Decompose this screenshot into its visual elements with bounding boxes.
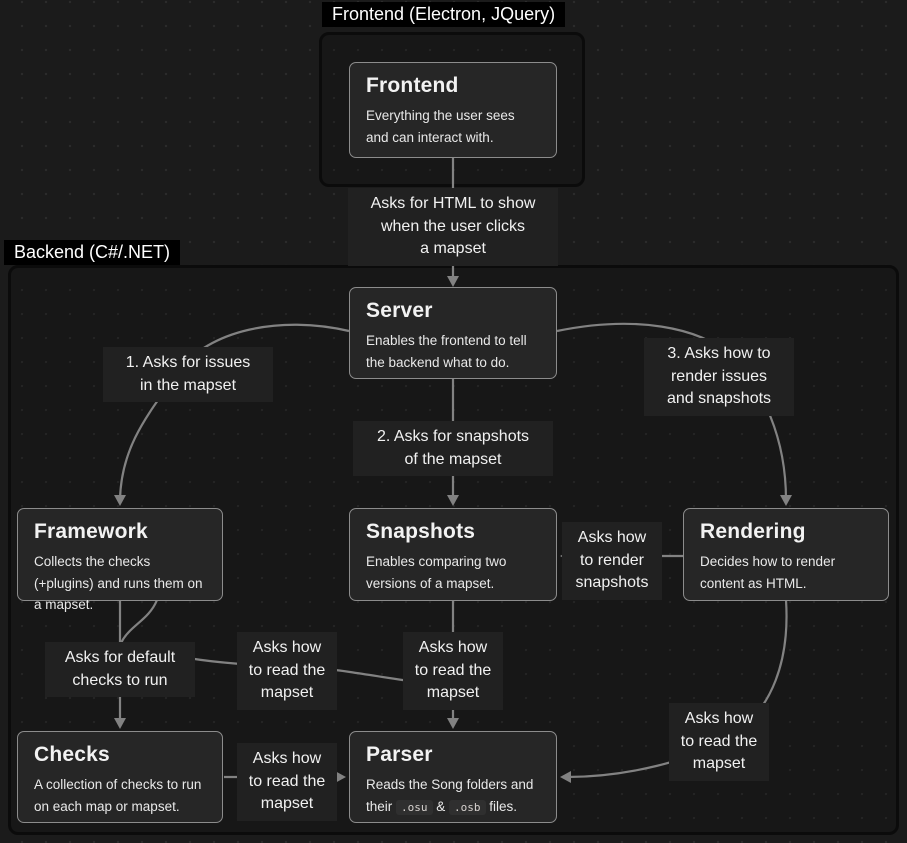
edge-snapshots-parser-arrowhead: [447, 718, 459, 729]
parser-desc-before: Reads the Song folders and their: [366, 777, 534, 814]
node-rendering-title: Rendering: [700, 520, 806, 543]
node-snapshots: Snapshots Enables comparing two versions…: [349, 508, 557, 601]
node-checks-description: A collection of checks to run on each ma…: [34, 777, 202, 814]
node-checks: Checks A collection of checks to run on …: [17, 731, 223, 823]
node-frontend: Frontend Everything the user sees and ca…: [349, 62, 557, 158]
edge-checks-parser-arrowhead: [335, 771, 346, 783]
node-checks-title: Checks: [34, 743, 110, 766]
node-server-description: Enables the frontend to tell the backend…: [366, 333, 527, 370]
edge-label-server-framework: 1. Asks for issues in the mapset: [103, 347, 273, 403]
edge-label-framework-checks: Asks for default checks to run: [45, 642, 195, 698]
edge-label-server-snapshots: 2. Asks for snapshots of the mapset: [353, 421, 553, 477]
node-framework: Framework Collects the checks (+plugins)…: [17, 508, 223, 612]
osu-file-badge: .osu: [396, 799, 433, 815]
edge-server-framework-arrowhead: [114, 495, 126, 506]
edge-label-frontend-server: Asks for HTML to show when the user clic…: [348, 188, 558, 267]
node-frontend-description: Everything the user sees and can interac…: [366, 108, 515, 145]
node-snapshots-title: Snapshots: [366, 520, 476, 543]
node-parser-description: Reads the Song folders and their .osu & …: [366, 774, 540, 817]
node-server-title: Server: [366, 299, 433, 322]
osb-file-badge: .osb: [449, 799, 486, 815]
parser-desc-after: files.: [485, 798, 518, 814]
edge-label-checks-parser: Asks how to read the mapset: [237, 743, 337, 822]
edge-framework-checks-arrowhead: [114, 718, 126, 729]
edge-label-rendering-snapshots: Asks how to render snapshots: [562, 522, 662, 601]
edge-frontend-server-arrowhead: [447, 276, 459, 287]
edge-label-server-rendering: 3. Asks how to render issues and snapsho…: [644, 338, 794, 417]
edge-server-rendering-arrowhead: [780, 495, 792, 506]
backend-group-label: Backend (C#/.NET): [4, 240, 181, 265]
frontend-group-label: Frontend (Electron, JQuery): [322, 2, 566, 27]
edge-label-rendering-parser: Asks how to read the mapset: [669, 703, 769, 782]
parser-desc-mid: &: [432, 798, 450, 814]
node-framework-title: Framework: [34, 520, 148, 543]
node-server: Server Enables the frontend to tell the …: [349, 287, 557, 379]
edge-rendering-parser-arrowhead: [560, 771, 571, 783]
node-rendering-description: Decides how to render content as HTML.: [700, 554, 836, 591]
node-parser: Parser Reads the Song folders and their …: [349, 731, 557, 823]
edge-label-framework-parser: Asks how to read the mapset: [237, 632, 337, 711]
node-frontend-title: Frontend: [366, 74, 459, 97]
node-snapshots-description: Enables comparing two versions of a maps…: [366, 554, 507, 591]
node-rendering: Rendering Decides how to render content …: [683, 508, 889, 601]
edge-server-snapshots-arrowhead: [447, 495, 459, 506]
edge-framework-checks-branch: [120, 599, 159, 644]
node-parser-title: Parser: [366, 743, 433, 766]
node-framework-description: Collects the checks (+plugins) and runs …: [34, 554, 203, 613]
edge-label-snapshots-parser: Asks how to read the mapset: [403, 632, 503, 711]
